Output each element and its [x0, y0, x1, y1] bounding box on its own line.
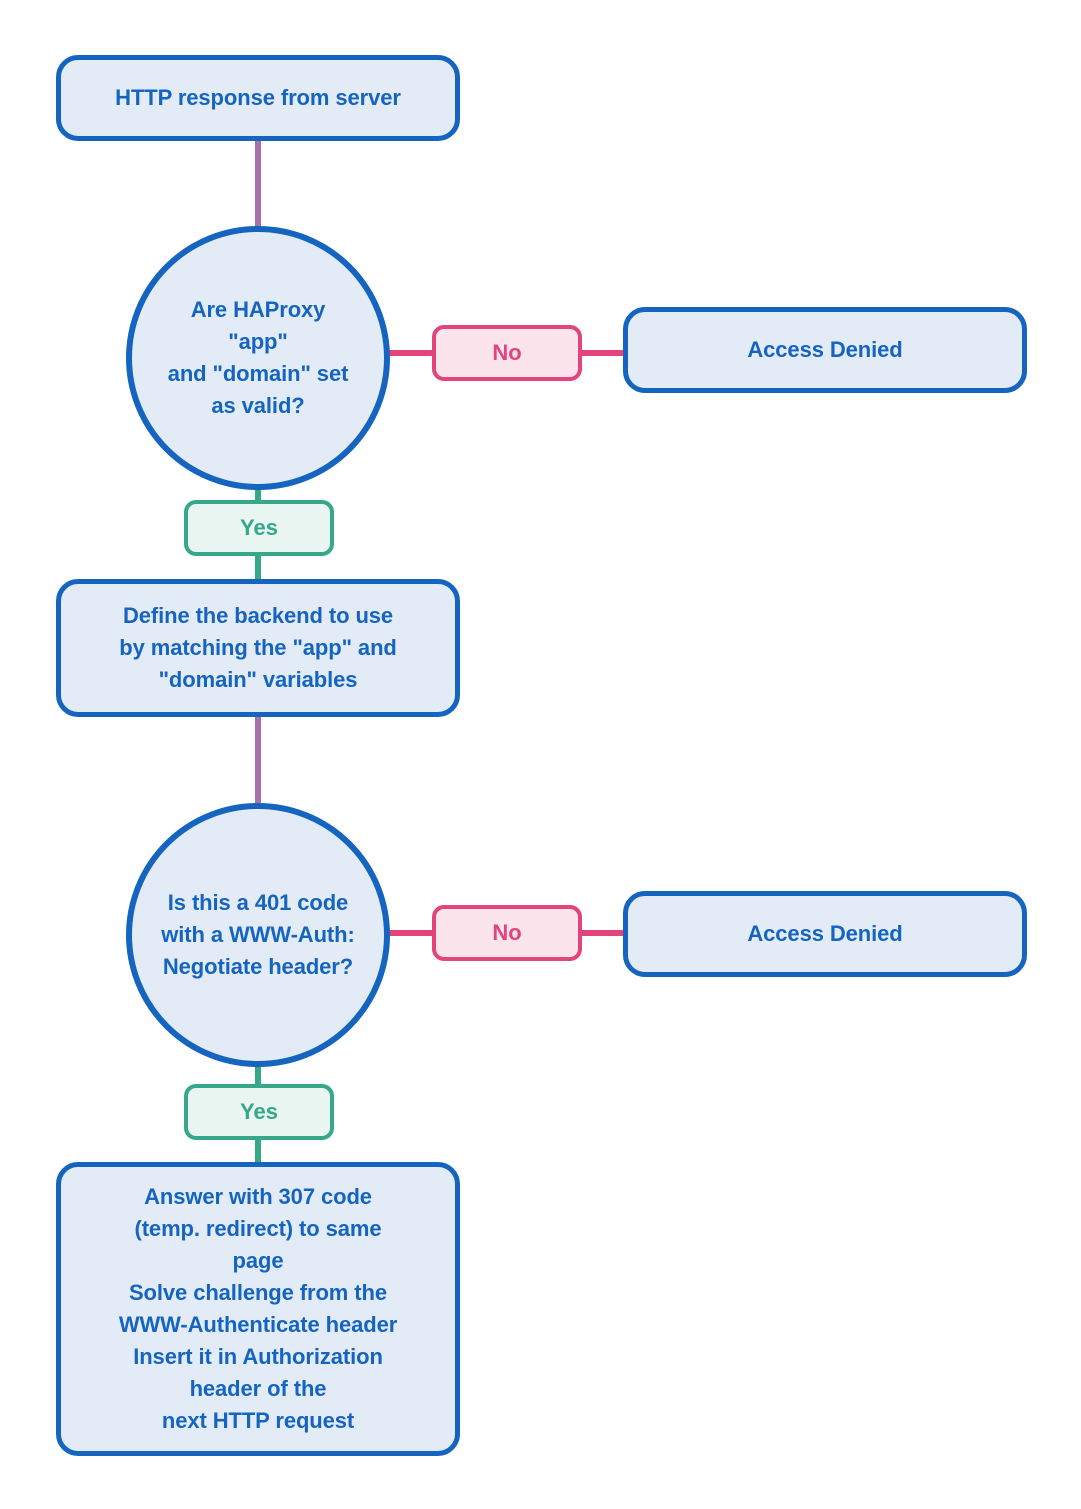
edge-label-no-2[interactable]: No: [432, 905, 582, 961]
node-answer-307-redirect[interactable]: Answer with 307 code (temp. redirect) to…: [56, 1162, 460, 1456]
node-define-backend-label: Define the backend to use by matching th…: [119, 603, 397, 692]
edge-label-yes-1[interactable]: Yes: [184, 500, 334, 556]
connector-decision-1-to-yes: [255, 478, 261, 508]
connector-no-to-denied-2: [578, 930, 627, 936]
edge-label-no-1[interactable]: No: [432, 325, 582, 381]
node-access-denied-1-label: Access Denied: [747, 337, 903, 363]
decision-401-www-auth-negotiate[interactable]: Is this a 401 code with a WWW-Auth: Nego…: [126, 803, 390, 1067]
node-access-denied-1[interactable]: Access Denied: [623, 307, 1027, 393]
connector-yes-to-define-backend: [255, 550, 261, 583]
edge-label-no-1-text: No: [492, 340, 522, 365]
connector-start-to-decision-1: [255, 136, 261, 234]
edge-label-yes-1-text: Yes: [240, 515, 278, 540]
node-http-response-from-server-label: HTTP response from server: [115, 85, 401, 111]
connector-no-to-denied-1: [578, 350, 627, 356]
decision-haproxy-app-domain-valid[interactable]: Are HAProxy "app" and "domain" set as va…: [126, 226, 390, 490]
node-answer-307-redirect-label: Answer with 307 code (temp. redirect) to…: [118, 1184, 398, 1433]
decision-401-www-auth-negotiate-label: Is this a 401 code with a WWW-Auth: Nego…: [161, 890, 355, 979]
edge-label-no-2-text: No: [492, 920, 522, 945]
node-access-denied-2[interactable]: Access Denied: [623, 891, 1027, 977]
connector-decision-2-to-no: [380, 930, 436, 936]
node-define-backend[interactable]: Define the backend to use by matching th…: [56, 579, 460, 717]
connector-yes-to-answer-307: [255, 1134, 261, 1166]
edge-label-yes-2[interactable]: Yes: [184, 1084, 334, 1140]
connector-decision-2-to-yes: [255, 1058, 261, 1090]
decision-haproxy-app-domain-valid-label: Are HAProxy "app" and "domain" set as va…: [167, 297, 349, 418]
connector-decision-1-to-no: [380, 350, 436, 356]
edge-label-yes-2-text: Yes: [240, 1099, 278, 1124]
connector-define-backend-to-decision-2: [255, 713, 261, 811]
node-access-denied-2-label: Access Denied: [747, 921, 903, 947]
node-http-response-from-server[interactable]: HTTP response from server: [56, 55, 460, 141]
